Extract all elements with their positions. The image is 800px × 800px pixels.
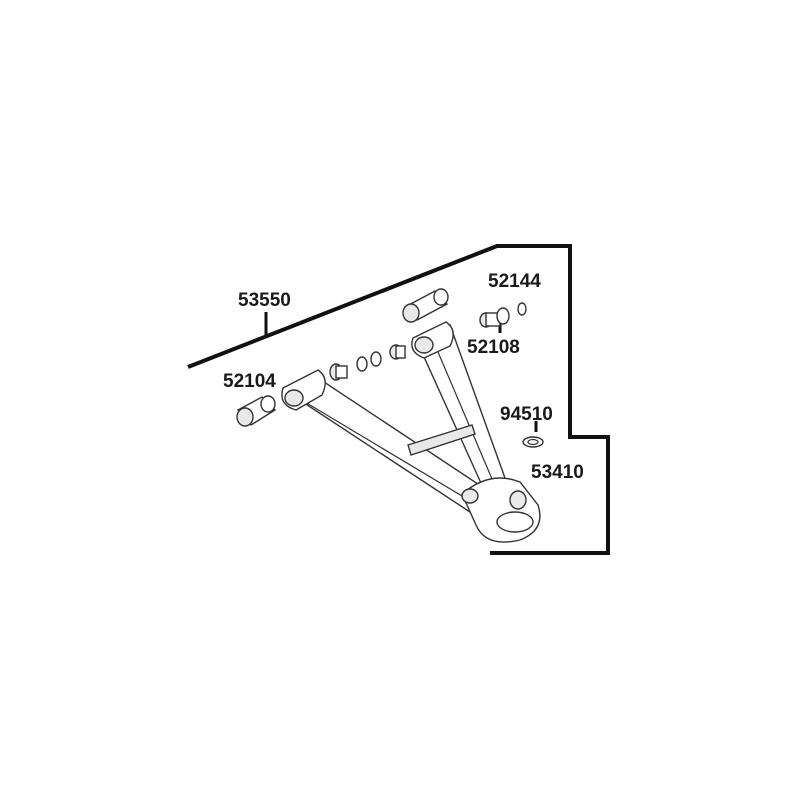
a-arm xyxy=(281,321,541,543)
washer-94510 xyxy=(522,436,544,448)
assembly-outline xyxy=(187,244,610,555)
bolt-52108 xyxy=(479,307,510,328)
part-label-52108: 52108 xyxy=(467,337,520,358)
bushing-upper xyxy=(402,288,449,323)
part-label-52144: 52144 xyxy=(488,271,541,292)
bushing-52104 xyxy=(236,395,277,427)
part-label-94510: 94510 xyxy=(500,404,553,425)
clip-52144 xyxy=(517,302,527,316)
part-label-53410: 53410 xyxy=(531,462,584,483)
part-label-53550: 53550 xyxy=(238,290,291,311)
hardware-row xyxy=(329,344,406,381)
part-label-52104: 52104 xyxy=(223,371,276,392)
